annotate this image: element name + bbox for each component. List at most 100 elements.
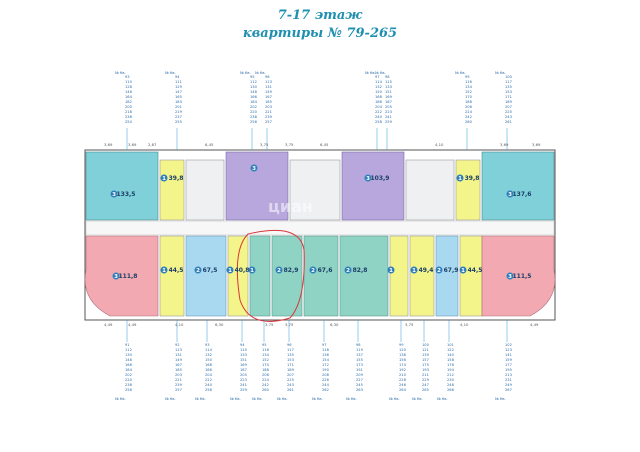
apartment-number: 220 <box>250 110 258 114</box>
apartment-number: 100 <box>505 75 513 79</box>
rooms-badge <box>160 174 168 182</box>
apartment-number: 134 <box>465 85 473 89</box>
apt-bottom-1a[interactable] <box>159 235 185 317</box>
apartment-number: 193 <box>422 368 429 372</box>
apt-bottom-2d[interactable] <box>339 235 389 317</box>
column-header: № Кв. <box>455 71 466 75</box>
apartment-number: 117 <box>505 80 512 84</box>
rooms-count: 3 <box>508 274 512 280</box>
rooms-badge <box>112 272 120 280</box>
apt-top-studio-left[interactable] <box>159 159 185 221</box>
apartment-number: 241 <box>240 383 247 387</box>
apt-top-studio-right[interactable] <box>455 159 481 221</box>
apt-bottom-2b[interactable] <box>271 235 303 317</box>
apartment-number: 168 <box>375 95 383 99</box>
apartment-number: 95 <box>250 75 255 79</box>
apartment-number: 220 <box>125 378 133 382</box>
apartment-number: 248 <box>447 383 455 387</box>
apartment-number: 177 <box>505 363 512 367</box>
apartment-number: 148 <box>250 90 258 94</box>
apartment-number: 131 <box>265 85 272 89</box>
rooms-count: 1 <box>228 268 232 274</box>
apartment-number: 170 <box>262 363 270 367</box>
apartment-number: 176 <box>447 363 455 367</box>
rooms-badge <box>250 164 258 172</box>
apartment-number: 117 <box>287 348 294 352</box>
highlight-outline <box>236 229 305 322</box>
rooms-badge <box>344 266 352 274</box>
apartment-number: 155 <box>356 358 363 362</box>
apartment-number: 173 <box>356 363 363 367</box>
dimension-label: 3,75 <box>405 322 414 327</box>
apartment-number: 224 <box>465 110 473 114</box>
apartment-number: 170 <box>465 95 473 99</box>
apartment-number: 261 <box>505 120 512 124</box>
rooms-badge <box>194 266 202 274</box>
apartment-number: 112 <box>250 80 257 84</box>
apartment-number: 265 <box>422 388 429 392</box>
apartment-number: 189 <box>505 100 513 104</box>
rooms-count: 1 <box>461 268 465 274</box>
apartment-number: 258 <box>375 120 383 124</box>
rooms-badge <box>410 266 418 274</box>
apartment-number: 165 <box>175 95 182 99</box>
apartment-number: 133 <box>240 353 247 357</box>
apartment-number: 114 <box>205 348 213 352</box>
apartment-number: 260 <box>465 120 473 124</box>
apartment-number: 116 <box>465 80 473 84</box>
apt-bottom-1c[interactable] <box>249 235 271 317</box>
apt-bottom-left-corner[interactable] <box>84 235 159 317</box>
apartment-number: 154 <box>322 358 330 362</box>
column-header: № Кв. <box>195 397 206 401</box>
dimension-label: 4,10 <box>175 322 184 327</box>
apt-bottom-1f[interactable] <box>459 235 483 317</box>
apt-bottom-1e[interactable] <box>409 235 435 317</box>
apt-bottom-1b[interactable] <box>227 235 249 317</box>
apartment-number: 226 <box>322 378 330 382</box>
apt-top-three-left[interactable] <box>225 151 289 221</box>
rooms-count: 2 <box>277 268 281 274</box>
apt-top-three-center[interactable] <box>341 151 405 221</box>
rooms-badge <box>110 190 118 198</box>
apartment-number: 112 <box>125 348 132 352</box>
apartment-number: 136 <box>322 353 330 357</box>
apt-bottom-right-corner[interactable] <box>481 235 556 317</box>
apartment-number: 166 <box>250 95 258 99</box>
rooms-badge <box>275 266 283 274</box>
apartment-area: 133,5 <box>117 191 136 198</box>
apartment-number: 123 <box>505 348 512 352</box>
bottom-row-apartments <box>84 235 556 317</box>
apartment-number: 206 <box>465 105 473 109</box>
rooms-count: 2 <box>346 268 350 274</box>
apartment-number: 238 <box>125 383 133 387</box>
apartment-number: 157 <box>422 358 429 362</box>
apt-bottom-2a[interactable] <box>185 235 227 317</box>
apartment-number: 174 <box>399 363 407 367</box>
rooms-badge <box>387 266 395 274</box>
apartment-number: 185 <box>175 368 182 372</box>
apt-top-right-corner[interactable] <box>481 151 555 221</box>
apartment-number: 225 <box>505 110 512 114</box>
apartment-number: 132 <box>205 353 212 357</box>
dimension-label: 6,30 <box>330 322 339 327</box>
apartment-number: 239 <box>265 115 273 119</box>
rooms-badge <box>435 266 443 274</box>
apartment-area: 44,5 <box>169 267 184 274</box>
rooms-badge <box>459 266 467 274</box>
apartment-number: 113 <box>265 80 272 84</box>
apt-top-left-corner[interactable] <box>85 151 159 221</box>
apartment-number: 207 <box>505 105 512 109</box>
rooms-count: 3 <box>508 192 512 198</box>
apartment-number: 212 <box>447 373 454 377</box>
apartment-number: 102 <box>505 343 512 347</box>
core-right <box>405 159 455 221</box>
rooms-badge <box>248 266 256 274</box>
apt-bottom-2e[interactable] <box>435 235 459 317</box>
apartment-number: 222 <box>205 378 212 382</box>
apartment-number: 121 <box>422 348 429 352</box>
column-header: № Кв. <box>346 397 357 401</box>
apt-bottom-2c[interactable] <box>303 235 339 317</box>
apartment-number: 135 <box>505 85 512 89</box>
dimension-label: 3,69 <box>104 142 113 147</box>
apt-bottom-1d[interactable] <box>389 235 409 317</box>
